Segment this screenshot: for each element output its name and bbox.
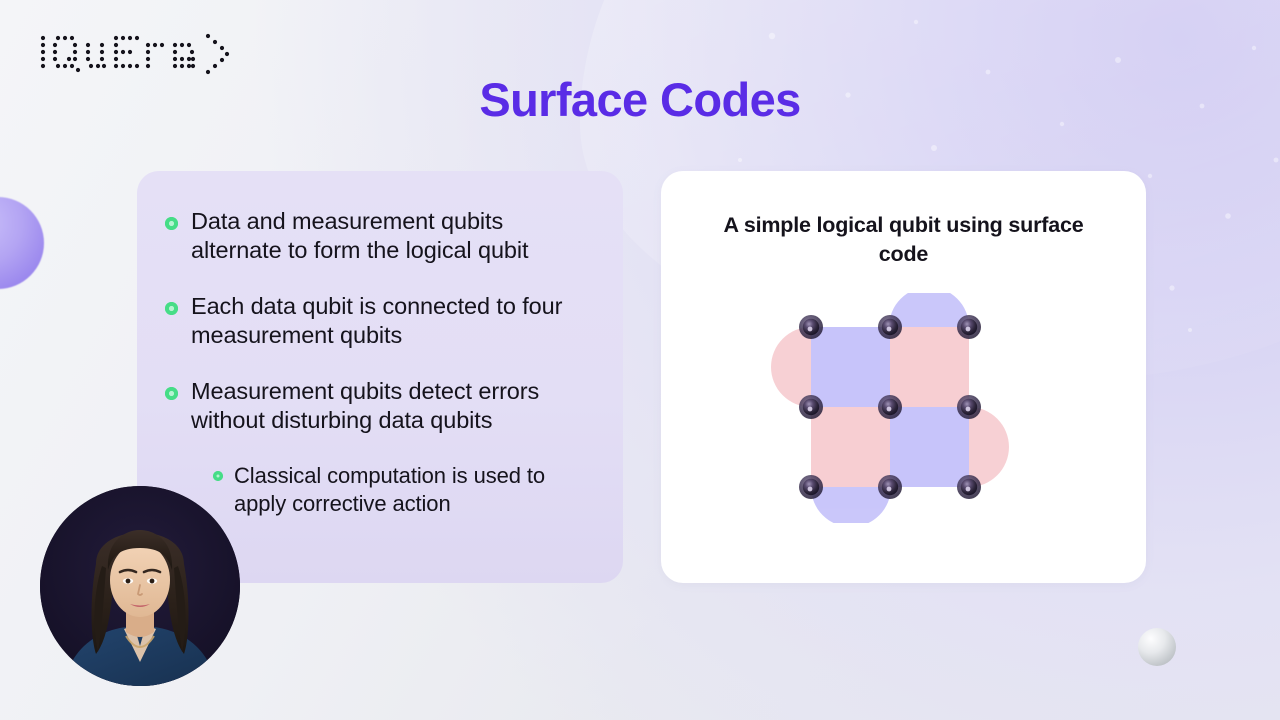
quera-logo	[38, 30, 253, 78]
decorative-purple-sphere	[0, 197, 44, 289]
list-item-label: Each data qubit is connected to four mea…	[191, 293, 563, 348]
list-item-label: Measurement qubits detect errors without…	[191, 378, 540, 433]
presenter-video[interactable]	[40, 486, 240, 686]
list-item-label: Data and measurement qubits alternate to…	[191, 208, 529, 263]
list-item: Data and measurement qubits alternate to…	[165, 207, 589, 265]
bullet-panel: Data and measurement qubits alternate to…	[137, 171, 623, 583]
decorative-silver-sphere	[1138, 628, 1176, 666]
list-item: Each data qubit is connected to four mea…	[165, 292, 589, 350]
bullet-marker-icon	[165, 302, 178, 315]
surface-code-lattice	[771, 293, 1009, 523]
page-title: Surface Codes	[479, 73, 801, 126]
figure-title: A simple logical qubit using surface cod…	[723, 213, 1084, 266]
bullet-marker-icon	[165, 387, 178, 400]
list-item-sub: Classical computation is used to apply c…	[213, 462, 589, 518]
bullet-marker-icon	[213, 471, 223, 481]
bullet-marker-icon	[165, 217, 178, 230]
list-item: Measurement qubits detect errors without…	[165, 377, 589, 435]
list-item-label: Classical computation is used to apply c…	[234, 463, 546, 516]
figure-card: A simple logical qubit using surface cod…	[661, 171, 1146, 583]
